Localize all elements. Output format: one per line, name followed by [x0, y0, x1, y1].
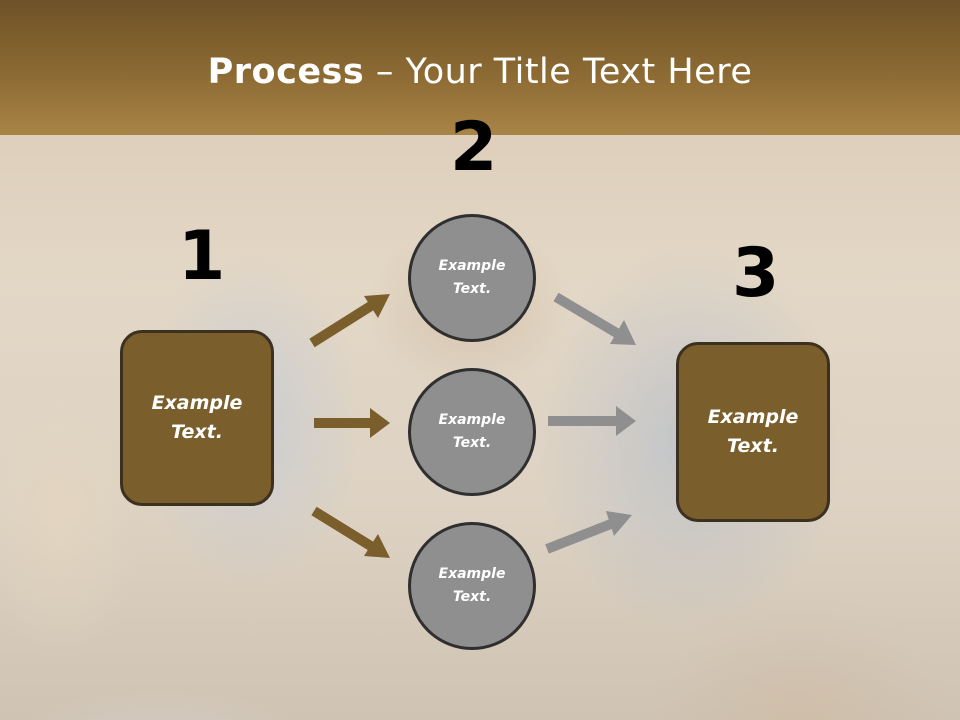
right-step-label: Example Text. [707, 406, 799, 457]
title-bold: Process [207, 52, 365, 92]
arrow-right-middle-icon [548, 406, 636, 436]
arrow-right-bottom-icon [545, 511, 632, 554]
left-step-label: Example Text. [151, 392, 243, 443]
arrow-right-top-icon [553, 292, 636, 345]
arrow-left-bottom-icon [311, 506, 390, 558]
title-rest: – Your Title Text Here [364, 52, 753, 92]
right-step-box[interactable]: Example Text. [676, 342, 830, 522]
circle-bottom-label: Example Text. [438, 566, 506, 605]
arrow-left-top-icon [309, 294, 390, 348]
step-number-2: 2 [450, 108, 498, 187]
circle-bottom[interactable]: Example Text. [408, 522, 536, 650]
step-number-1: 1 [178, 217, 226, 296]
left-step-box[interactable]: Example Text. [120, 330, 274, 506]
slide-title: Process – Your Title Text Here [0, 52, 960, 92]
circle-top-label: Example Text. [438, 258, 506, 297]
arrow-left-middle-icon [314, 408, 390, 438]
circle-middle-label: Example Text. [438, 412, 506, 451]
title-band [0, 0, 960, 135]
step-number-3: 3 [732, 234, 780, 313]
circle-top[interactable]: Example Text. [408, 214, 536, 342]
circle-middle[interactable]: Example Text. [408, 368, 536, 496]
